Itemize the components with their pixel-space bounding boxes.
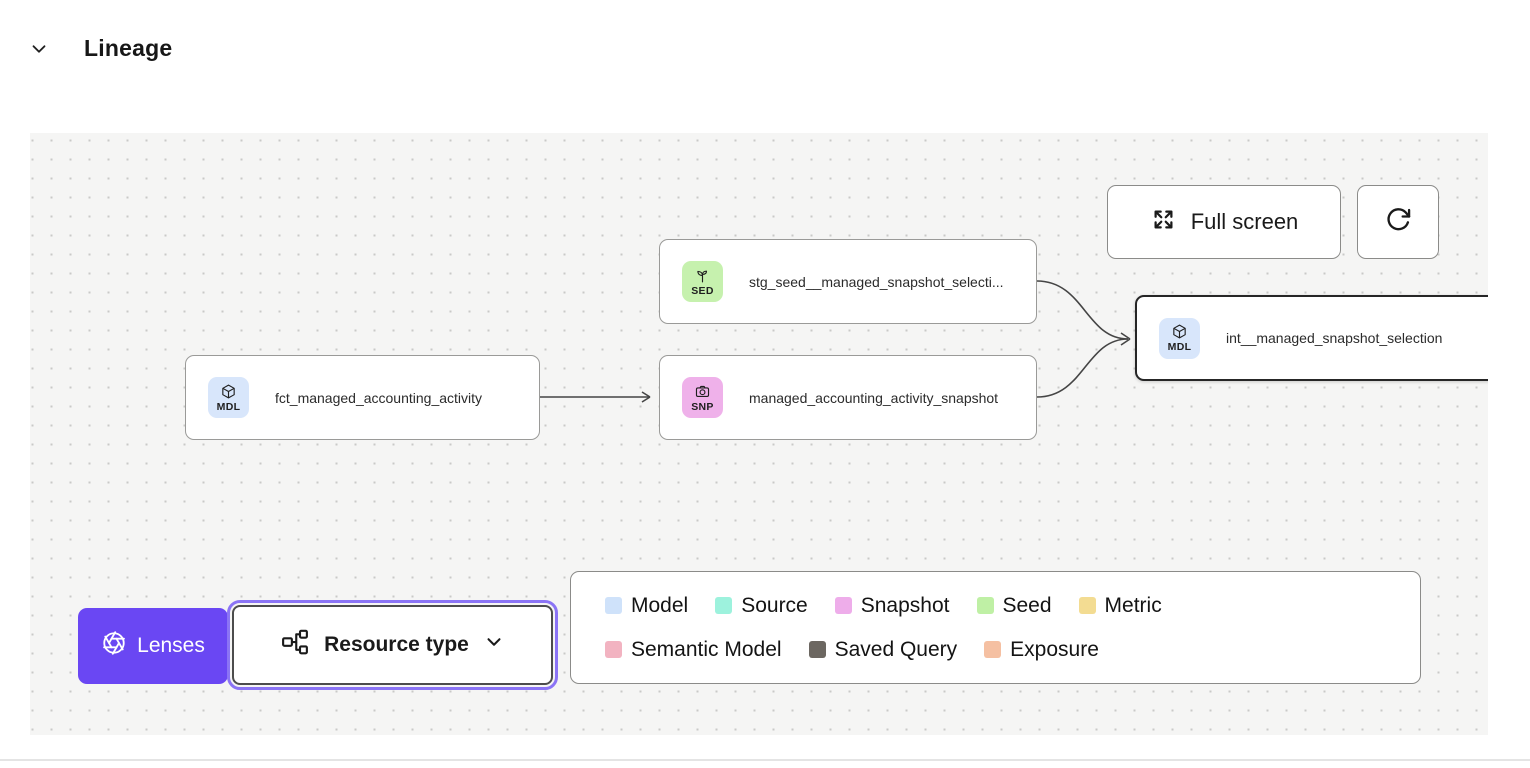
collapse-section-button[interactable] [26,38,52,64]
snapshot-swatch [835,597,852,614]
legend-item-saved-query: Saved Query [809,638,958,662]
resource-type-dropdown[interactable]: Resource type [232,605,553,685]
full-screen-button[interactable]: Full screen [1107,185,1341,259]
legend-item-snapshot: Snapshot [835,594,950,618]
node-managed-accounting-activity-snapshot[interactable]: SNP managed_accounting_activity_snapshot [659,355,1037,440]
metric-swatch [1079,597,1096,614]
legend-row: Semantic Model Saved Query Exposure [605,638,1420,662]
cube-icon [1171,323,1188,340]
resource-type-label: Resource type [324,633,469,657]
node-label: managed_accounting_activity_snapshot [749,390,998,406]
resource-type-legend: Model Source Snapshot Seed Metric [570,571,1421,684]
legend-item-semantic-model: Semantic Model [605,638,782,662]
refresh-button[interactable] [1357,185,1439,259]
seedling-icon [694,267,711,284]
chevron-down-icon [28,38,50,65]
semantic-model-swatch [605,641,622,658]
lens-focus-ring: Resource type [227,600,558,690]
node-int-managed-snapshot-selection[interactable]: MDL int__managed_snapshot_selection [1135,295,1488,381]
page-title: Lineage [84,35,172,62]
legend-row: Model Source Snapshot Seed Metric [605,594,1420,618]
lineage-canvas[interactable]: Full screen MDL fct_managed_accounting_a… [30,133,1488,735]
expand-icon [1150,206,1177,239]
exposure-swatch [984,641,1001,658]
model-badge: MDL [1159,318,1200,359]
aperture-icon [101,630,127,662]
model-badge: MDL [208,377,249,418]
camera-icon [694,383,711,400]
resource-graph-icon [280,627,310,663]
legend-item-seed: Seed [977,594,1052,618]
node-label: int__managed_snapshot_selection [1226,330,1442,346]
legend-item-source: Source [715,594,808,618]
node-stg-seed-managed-snapshot-selection[interactable]: SED stg_seed__managed_snapshot_selecti..… [659,239,1037,324]
model-swatch [605,597,622,614]
source-swatch [715,597,732,614]
snapshot-badge: SNP [682,377,723,418]
seed-swatch [977,597,994,614]
lenses-label: Lenses [137,634,205,658]
lineage-header: Lineage [0,0,1530,100]
legend-item-model: Model [605,594,688,618]
node-fct-managed-accounting-activity[interactable]: MDL fct_managed_accounting_activity [185,355,540,440]
saved-query-swatch [809,641,826,658]
legend-item-exposure: Exposure [984,638,1099,662]
node-label: fct_managed_accounting_activity [275,390,482,406]
bottom-divider [0,759,1530,761]
lenses-button[interactable]: Lenses [78,608,228,684]
legend-item-metric: Metric [1079,594,1162,618]
chevron-down-icon [483,631,505,659]
node-label: stg_seed__managed_snapshot_selecti... [749,274,1004,290]
cube-icon [220,383,237,400]
refresh-icon [1384,206,1412,239]
seed-badge: SED [682,261,723,302]
full-screen-label: Full screen [1191,209,1299,235]
